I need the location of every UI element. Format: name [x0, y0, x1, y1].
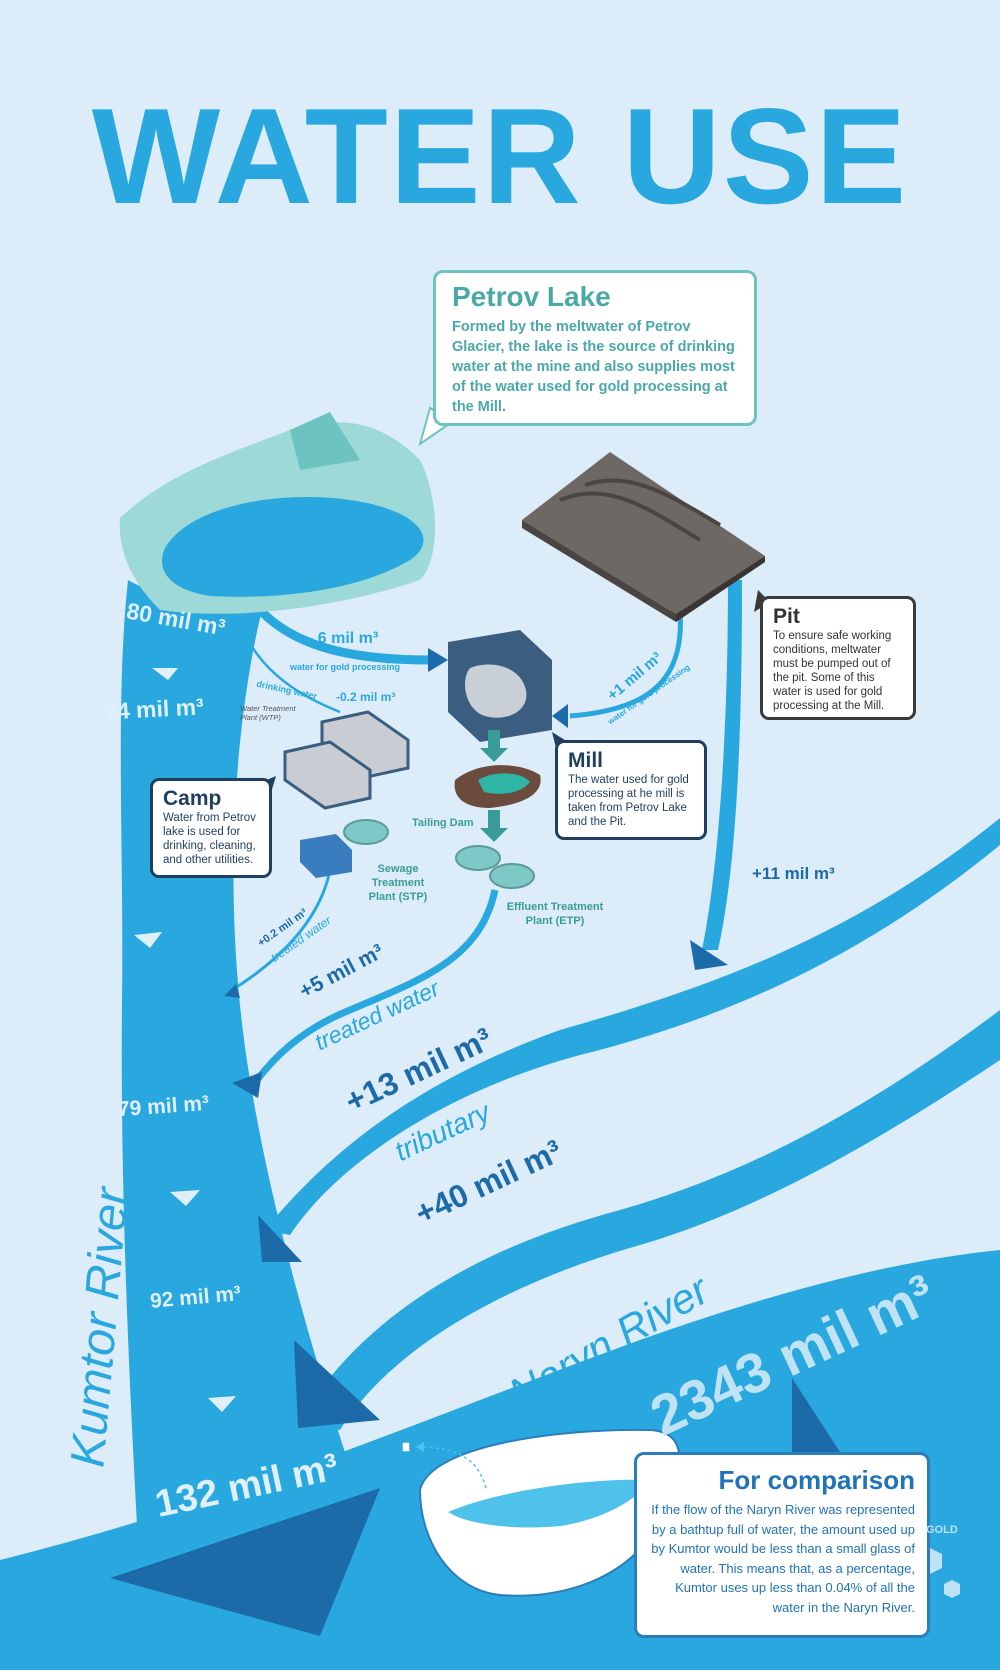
etp-return-arrowhead — [232, 1072, 262, 1098]
dam-to-etp-arrowhead — [480, 828, 508, 842]
pit-text: To ensure safe working conditions, meltw… — [773, 630, 892, 712]
pit-outflow-arrowhead — [690, 940, 728, 970]
dam-to-etp-pipe — [488, 810, 500, 830]
petrov-lake-water — [162, 497, 424, 597]
etp-return-stream — [247, 889, 499, 1092]
watermark-hexagon-2 — [944, 1580, 960, 1598]
mill-to-dam-arrowhead — [480, 748, 508, 762]
gold-processing-arrowhead — [428, 648, 448, 672]
camp-text: Water from Petrov lake is used for drink… — [163, 812, 256, 866]
camp-card: Camp Water from Petrov lake is used for … — [150, 778, 272, 878]
tailing-dam-label: Tailing Dam — [412, 817, 474, 829]
etp-tank-2 — [489, 863, 535, 889]
gold-processing-stream — [258, 608, 431, 665]
stp-return-arrowhead — [224, 984, 240, 998]
pit-terrain-side-right — [676, 556, 765, 622]
flow-marker-4 — [208, 1396, 236, 1412]
glass-comparison-arrowhead — [416, 1442, 424, 1452]
pit-to-mill-arrowhead — [552, 704, 568, 728]
mill-to-dam-pipe — [488, 730, 500, 750]
pit-terrain-side-left — [522, 520, 676, 622]
flow-74: 74 mil m³ — [103, 693, 205, 725]
flow-gold-processing: - 6 mil m³ — [308, 630, 379, 647]
wtp-building-2 — [283, 740, 372, 810]
drinking-water-stream — [246, 639, 341, 714]
etp-label: Effluent Treatment Plant (ETP) — [506, 901, 604, 927]
petrov-lake-card: Petrov Lake Formed by the meltwater of P… — [433, 270, 757, 426]
comparison-text: If the flow of the Naryn River was repre… — [651, 1502, 915, 1615]
flow-marker-2 — [134, 932, 162, 948]
mill-card: Mill The water used for gold processing … — [555, 740, 707, 840]
pit-outflow-shape — [702, 580, 742, 950]
glacier-peak-shape — [290, 412, 360, 470]
tributary-1-shape — [265, 818, 1000, 1235]
page-title: WATER USE — [91, 80, 909, 232]
stp-building — [300, 834, 352, 878]
wtp-label: Water Treatment Plant (WTP) — [240, 704, 296, 722]
watermark-text: GOLD — [926, 1524, 958, 1536]
stp-return-stream — [231, 869, 332, 992]
pit-heading: Pit — [773, 605, 800, 628]
flow-pit-outflow: +11 mil m³ — [752, 864, 835, 883]
pit-card: Pit To ensure safe working conditions, m… — [760, 596, 916, 720]
river-accent-2 — [294, 1340, 380, 1428]
stp-tank — [343, 819, 389, 845]
mill-drum — [465, 664, 527, 718]
pit-terrain-ridges — [559, 478, 722, 542]
river-accent-3 — [110, 1488, 380, 1636]
flow-marker-1 — [152, 668, 178, 680]
river-accent-4 — [792, 1378, 840, 1452]
flow-gold-processing-label: water for gold processing — [290, 662, 401, 672]
flow-marker-3 — [170, 1190, 200, 1206]
petrov-lake-text: Formed by the meltwater of Petrov Glacie… — [452, 319, 735, 415]
bathtub-water — [448, 1479, 648, 1528]
comparison-heading: For comparison — [718, 1465, 915, 1495]
mill-heading: Mill — [568, 749, 603, 772]
small-glass — [401, 1441, 411, 1453]
mill-text: The water used for gold processing at he… — [568, 774, 689, 828]
tributary-2-shape — [300, 1010, 1000, 1430]
etp-tank-1 — [455, 845, 501, 871]
pit-to-mill-stream — [569, 609, 683, 719]
flow-drinking: -0.2 mil m³ — [336, 690, 396, 704]
petrov-lake-heading: Petrov Lake — [452, 281, 611, 312]
comparison-card: For comparison If the flow of the Naryn … — [634, 1452, 930, 1638]
camp-heading: Camp — [163, 787, 222, 810]
tailing-dam-water — [478, 773, 530, 794]
river-accent-1 — [258, 1215, 302, 1262]
glass-comparison-pointer — [419, 1446, 487, 1489]
stp-label: Sewage Treatment Plant (STP) — [368, 863, 428, 903]
